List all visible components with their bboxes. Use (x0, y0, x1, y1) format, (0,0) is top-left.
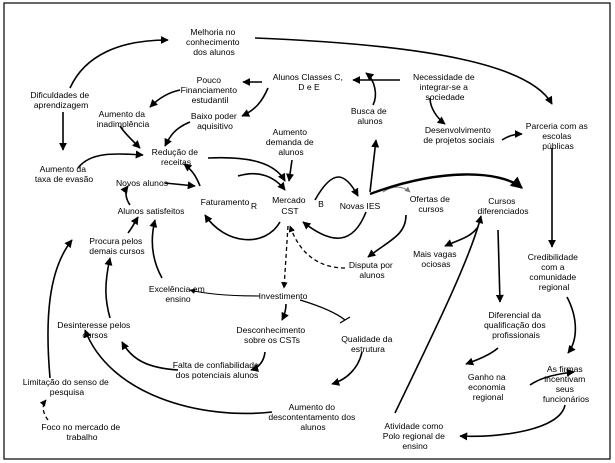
edge-novasies-mercado (302, 211, 367, 239)
node-reducao: Redução de receitas (152, 147, 201, 167)
edge-investimento-qualidade (299, 299, 351, 324)
edge-faturamento-reducao (183, 163, 201, 187)
node-aumento-demanda: Aumento demanda de alunos (266, 127, 316, 157)
node-desconhecimento: Desconhecimento sobre os CSTs (236, 325, 307, 345)
node-dificuldades: Dificuldades de aprendizagem (30, 90, 91, 110)
node-excelencia: Excelência em ensino (149, 284, 207, 304)
node-firmas: As firmas incentivam seus funcionários (543, 364, 589, 404)
edge-melhoria-parceria (254, 37, 553, 105)
edge-demanda-mercado (286, 159, 294, 182)
node-falta-confiabilidade: Falta de confiabilidade dos potenciais a… (173, 360, 261, 380)
edge-investimento-desconhecimento (281, 303, 289, 321)
edge-excelencia-sat (149, 219, 163, 279)
edge-sat-novos (120, 185, 131, 206)
node-aumento-evasao: Aumento da taxa de evasão (35, 164, 94, 184)
edges (39, 36, 577, 441)
node-novas-ies: Novas IES (340, 201, 381, 211)
node-mais-vagas: Mais vagas ociosas (413, 249, 459, 269)
edge-novos-faturamento (164, 181, 196, 190)
edge-ofertas-disputa (367, 214, 407, 258)
node-aumento-inadimplencia: Aumento da inadimplência (97, 109, 150, 129)
node-disputa: Disputa por alunos (349, 260, 395, 280)
node-alunos-satisfeitos: Alunos satisfeitos (118, 206, 185, 216)
node-necessidade: Necessidade de integrar-se a sociedade (413, 72, 477, 102)
edge-desinteresse-procura (104, 257, 113, 319)
edge-cursos-diferencial (495, 229, 504, 303)
edge-desconhecimento-falta (250, 351, 266, 372)
node-cursos-diferenciados: Cursos diferenciados (477, 196, 528, 216)
node-procura: Procura pelos demais cursos (89, 236, 144, 256)
edge-pouco-inad (149, 89, 181, 108)
node-busca: Busca de alunos (351, 106, 389, 126)
node-faturamento: Faturamento (201, 197, 250, 207)
node-novos-alunos: Novos alunos (116, 178, 168, 188)
edge-novasies-cursos (369, 173, 523, 196)
node-desenvolvimento: Desenvolvimento de projetos sociais (423, 125, 494, 145)
edge-firmas-atividade (459, 404, 566, 441)
node-alunos-classes: Alunos Classes C, D e E (273, 72, 346, 92)
edge-baixo-reducao (164, 121, 191, 147)
edge-evasao-reducao (77, 150, 144, 169)
edge-loop-r-top (237, 172, 286, 191)
edge-novasies-busca (369, 139, 380, 193)
node-diferencial: Diferencial da qualificação dos profissi… (484, 310, 548, 340)
edge-cursos-vagas (444, 226, 479, 247)
edge-ganho-firmas (529, 368, 575, 386)
edge-mercado-novasies (314, 176, 359, 201)
edge-necessidade-desenv (429, 97, 446, 125)
edge-classes-baixo (241, 87, 269, 117)
edge-qualidade-descontentamento (331, 351, 363, 386)
node-foco: Foco no mercado de trabalho (41, 422, 122, 442)
edge-novasies-ofertas (382, 186, 411, 193)
edge-credibilidade-firmas (566, 296, 577, 354)
edge-reducao-mercado (207, 156, 286, 182)
edge-mercado-investimento (281, 225, 289, 289)
edge-desenv-parceria (501, 130, 523, 141)
edge-limitacao-procura (47, 239, 73, 379)
diagram-frame (3, 2, 611, 460)
node-limitacao: Limitação do senso de pesquisa (23, 377, 111, 397)
node-atividade: Atividade como Polo regional de ensino (383, 421, 448, 451)
node-ganho: Ganho na economia regional (468, 372, 508, 402)
edge-foco-limitacao (39, 399, 49, 421)
edge-busca-classes (365, 72, 377, 106)
edge-disputa-mercado (288, 225, 346, 269)
node-aumento-descontentamento: Aumento do descontentamento dos alunos (268, 402, 357, 432)
node-mercado-cst: Mercado CST (272, 195, 308, 216)
node-pouco-financiamento: Pouco Financiamento estudantil (181, 75, 240, 105)
node-baixo-poder: Baixo poder aquisitivo (191, 111, 239, 131)
node-ofertas: Ofertas de cursos (410, 194, 453, 214)
edge-atividade-cursos (394, 215, 484, 414)
edge-inad-reducao (119, 125, 141, 149)
node-credibilidade: Credibilidade com a comunidade regional (528, 252, 581, 292)
node-qualidade: Qualidade da estrutura (341, 334, 395, 354)
node-investimento: Investimento (259, 291, 308, 301)
edge-diferencial-ganho (465, 347, 499, 366)
loop-label-r: R (251, 201, 257, 211)
edge-descontentamento-desinteresse (83, 329, 273, 415)
edge-investimento-excelencia (189, 288, 261, 297)
edge-dificuldades-melhoria (69, 36, 169, 89)
edge-procura-sat (127, 216, 139, 234)
node-parceria: Parceria com as escolas públicas (526, 121, 590, 151)
edge-falta-desinteresse (121, 341, 179, 371)
nodes: Melhoria no conhecimento dos alunos Difi… (23, 27, 590, 451)
loop-label-b: B (318, 199, 324, 209)
edge-loop-r-bottom (204, 214, 281, 241)
node-melhoria: Melhoria no conhecimento dos alunos (186, 27, 242, 57)
node-desinteresse: Desinteresse pelos cursos (57, 320, 132, 340)
